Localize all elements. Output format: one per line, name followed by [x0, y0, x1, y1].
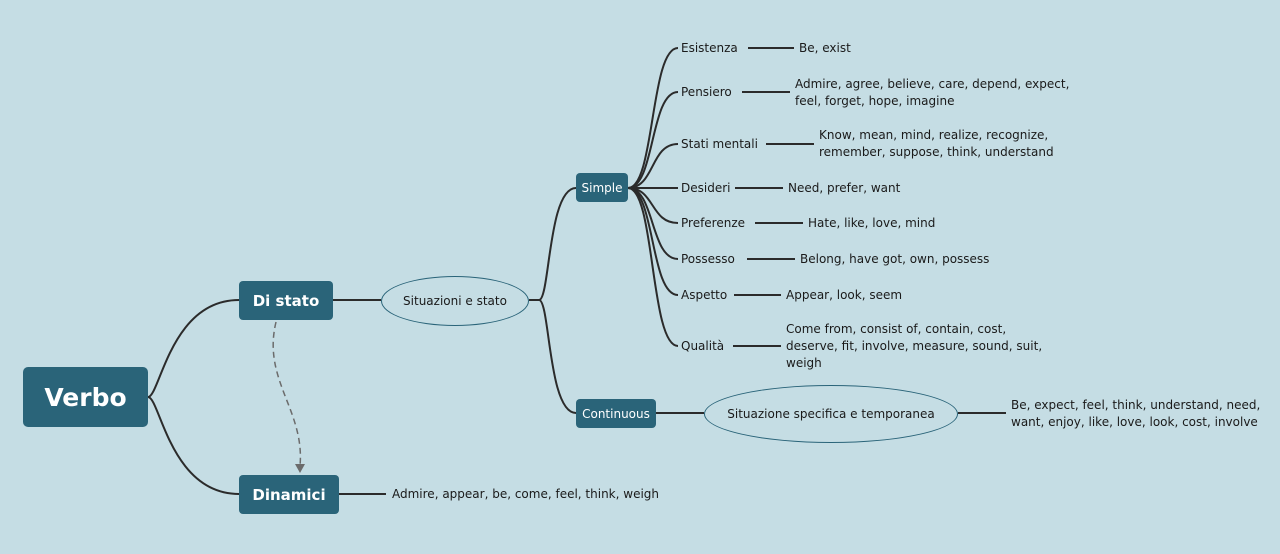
verbs-aspetto: Appear, look, seem	[786, 288, 903, 302]
connector-simple-pensiero	[627, 91, 679, 189]
oval-situazione-specifica-e-temporanea[interactable]: Situazione specifica e temporanea	[704, 385, 958, 443]
node-dinamici[interactable]: Dinamici	[239, 475, 339, 514]
verbs-desideri: Need, prefer, want	[788, 181, 901, 195]
connector-situazioni-continuous	[538, 299, 577, 414]
category-stati-mentali[interactable]: Stati mentali	[681, 137, 758, 151]
dinamici-verbs-text: Admire, appear, be, come, feel, think, w…	[392, 487, 660, 501]
connector-root-di-stato	[147, 299, 240, 398]
node-di-stato[interactable]: Di stato	[239, 281, 333, 320]
category-qualita[interactable]: Qualità	[681, 339, 725, 353]
category-possesso[interactable]: Possesso	[681, 252, 735, 266]
verbs-pensiero: Admire, agree, believe, care, depend, ex…	[795, 77, 1070, 108]
category-pensiero[interactable]: Pensiero	[681, 85, 732, 99]
root-node-verbo[interactable]: Verbo	[23, 367, 148, 427]
connector-root-dinamici	[147, 396, 240, 495]
connector-simple-esistenza	[627, 47, 679, 189]
continuous-verbs-text: Be, expect, feel, think, understand, nee…	[1011, 398, 1261, 429]
verbs-preferenze: Hate, like, love, mind	[808, 216, 936, 230]
category-preferenze[interactable]: Preferenze	[681, 216, 746, 230]
category-aspetto[interactable]: Aspetto	[681, 288, 728, 302]
connector-simple-possesso	[627, 187, 679, 260]
verbs-stati-mentali: Know, mean, mind, realize, recognize, re…	[819, 128, 1054, 159]
dashed-arrowhead-icon	[295, 464, 305, 473]
oval-situazioni-e-stato[interactable]: Situazioni e stato	[381, 276, 529, 326]
connector-situazioni-simple	[529, 187, 577, 301]
category-desideri[interactable]: Desideri	[681, 181, 731, 195]
node-continuous[interactable]: Continuous	[576, 399, 656, 428]
node-simple[interactable]: Simple	[576, 173, 628, 202]
verbs-esistenza: Be, exist	[799, 41, 851, 55]
verbs-qualita: Come from, consist of, contain, cost, de…	[786, 322, 1043, 370]
category-esistenza[interactable]: Esistenza	[681, 41, 738, 55]
connector-simple-qualita	[627, 187, 679, 347]
connector-simple-aspetto	[627, 187, 679, 296]
dashed-relation-arrow	[272, 321, 302, 467]
verbs-possesso: Belong, have got, own, possess	[800, 252, 990, 266]
connector-simple-stati-mentali	[627, 143, 679, 189]
